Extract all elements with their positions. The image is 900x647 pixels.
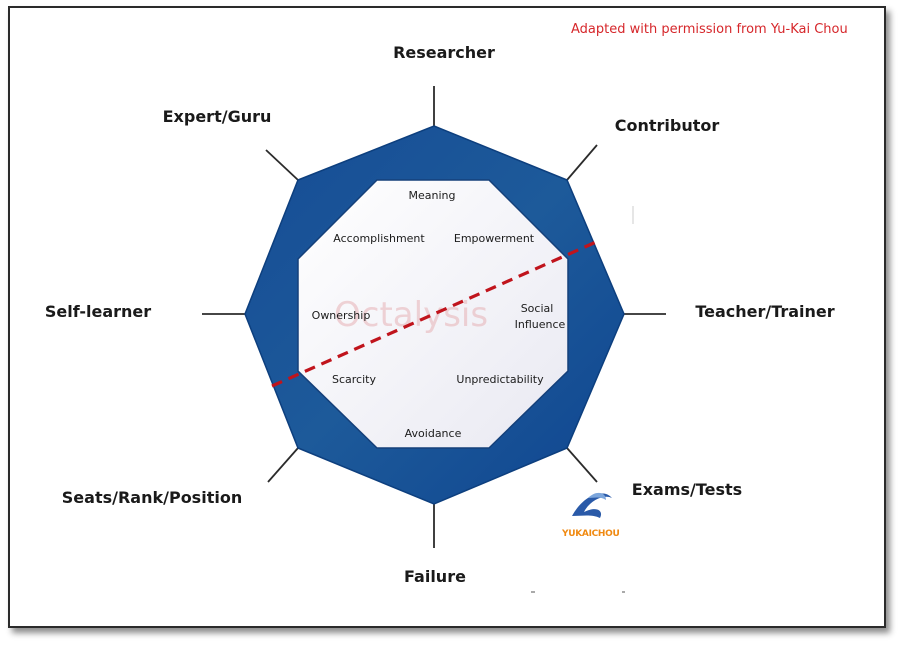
drive-unpredictability: Unpredictability [456, 373, 544, 386]
label-exams-tests: Exams/Tests [632, 480, 742, 499]
drive-ownership: Ownership [312, 309, 371, 322]
label-researcher: Researcher [393, 43, 495, 62]
spoke-bottom-right [566, 447, 598, 483]
logo-swoosh-icon [572, 493, 612, 518]
logo-text: YUKAICHOU [561, 529, 620, 539]
drive-accomplishment: Accomplishment [333, 232, 425, 245]
label-teacher-trainer: Teacher/Trainer [695, 302, 834, 321]
drive-meaning: Meaning [409, 189, 456, 202]
dashed-divider-line [271, 240, 597, 388]
spoke-bottom-left [267, 447, 299, 483]
label-self-learner: Self-learner [45, 302, 151, 321]
credit-text: Adapted with permission from Yu-Kai Chou [571, 22, 848, 37]
drive-social-influence-line2: Influence [515, 318, 566, 331]
label-expert-guru: Expert/Guru [163, 107, 272, 126]
drive-scarcity: Scarcity [332, 373, 376, 386]
yukaichou-logo: YUKAICHOU [561, 492, 620, 539]
inner-octagon [297, 179, 569, 449]
drive-empowerment: Empowerment [454, 232, 535, 245]
spokes [202, 86, 666, 548]
label-contributor: Contributor [615, 116, 720, 135]
label-seats-rank-position: Seats/Rank/Position [62, 488, 242, 507]
spoke-top-left [265, 149, 299, 181]
drive-avoidance: Avoidance [405, 427, 462, 440]
label-failure: Failure [404, 567, 466, 586]
drive-social-influence-line1: Social [521, 302, 554, 315]
spoke-top-right [566, 144, 598, 181]
